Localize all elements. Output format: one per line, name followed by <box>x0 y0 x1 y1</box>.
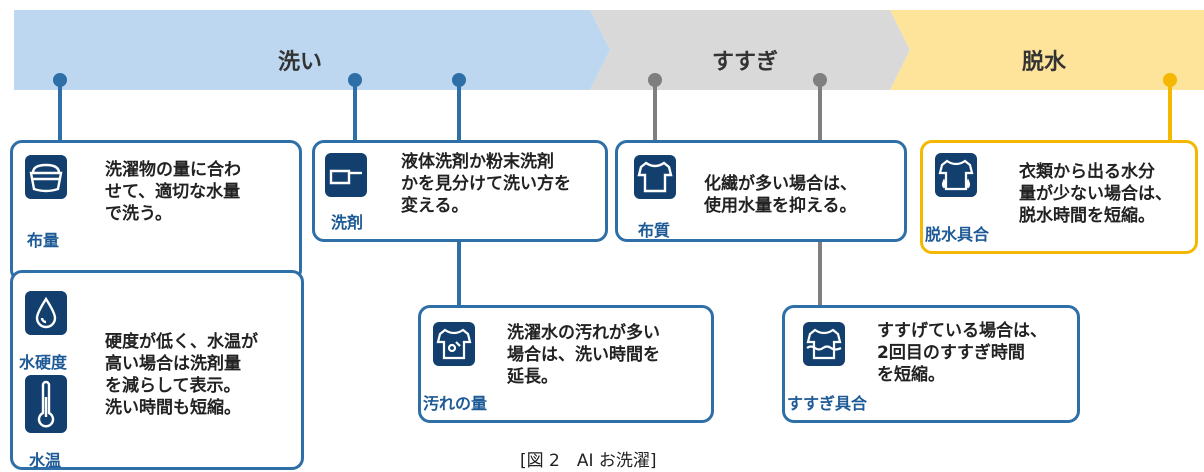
stage-band-spin <box>890 10 1204 90</box>
card-fabric-amount: 布量 洗濯物の量に合わ せて、適切な水量 で洗う。 <box>10 140 302 282</box>
card-text: 液体洗剤か粉末洗剤 かを見分けて洗い方を 変える。 <box>401 152 571 216</box>
card-label: 洗剤 <box>331 213 364 232</box>
card-detergent: 洗剤 液体洗剤か粉末洗剤 かを見分けて洗い方を 変える。 <box>312 140 608 242</box>
dripping-shirt-icon <box>935 153 977 197</box>
stage-band-rinse <box>590 10 910 90</box>
card-text: 洗濯物の量に合わ せて、適切な水量 で洗う。 <box>105 160 241 224</box>
card-fabric-quality: 布質 化繊が多い場合は、 使用水量を抑える。 <box>615 140 907 242</box>
card-label-temp: 水温 <box>29 451 62 470</box>
detergent-scoop-icon <box>325 153 367 197</box>
card-label-hardness: 水硬度 <box>19 353 68 372</box>
basket-icon <box>25 155 67 199</box>
thermometer-icon <box>25 375 67 433</box>
card-rinse-state: すすぎ具合 すすげている場合は、 2回目のすすぎ時間 を短縮。 <box>782 305 1080 423</box>
stage-label-wash: 洗い <box>278 50 323 75</box>
card-text: 洗濯水の汚れが多い 場合は、洗い時間を 延長。 <box>507 323 660 387</box>
stained-shirt-icon <box>433 322 475 366</box>
card-label: 汚れの量 <box>423 394 488 413</box>
rinse-shirt-icon <box>803 322 845 366</box>
card-text: すすげている場合は、 2回目のすすぎ時間 を短縮。 <box>877 321 1047 385</box>
stage-band-wash <box>14 10 610 90</box>
card-label: 脱水具合 <box>925 225 990 244</box>
card-label: 布量 <box>27 231 60 250</box>
connectors <box>58 82 1172 308</box>
card-label: 布質 <box>638 221 671 240</box>
shirt-icon <box>634 155 676 199</box>
card-text: 化繊が多い場合は、 使用水量を抑える。 <box>704 174 857 216</box>
card-text: 硬度が低く、水温が 高い場合は洗剤量 を減らして表示。 洗い時間も短縮。 <box>105 332 258 418</box>
card-text: 衣類から出る水分 量が少ない場合は、 脱水時間を短縮。 <box>1019 162 1172 226</box>
card-water-hardness-temp: 水硬度 水温 硬度が低く、水温が 高い場合は洗剤量 を減らして表示。 洗い時間も… <box>10 270 304 470</box>
card-spin-state: 脱水具合 衣類から出る水分 量が少ない場合は、 脱水時間を短縮。 <box>920 140 1198 254</box>
water-drop-icon <box>25 291 67 335</box>
card-dirt-amount: 汚れの量 洗濯水の汚れが多い 場合は、洗い時間を 延長。 <box>418 305 714 423</box>
card-label: すすぎ具合 <box>787 394 868 413</box>
stage-label-spin: 脱水 <box>1022 50 1067 75</box>
stage-label-rinse: すすぎ <box>712 50 779 75</box>
figure-caption: [図 2 AI お洗濯] <box>520 451 657 471</box>
connector-dots <box>53 73 1177 87</box>
